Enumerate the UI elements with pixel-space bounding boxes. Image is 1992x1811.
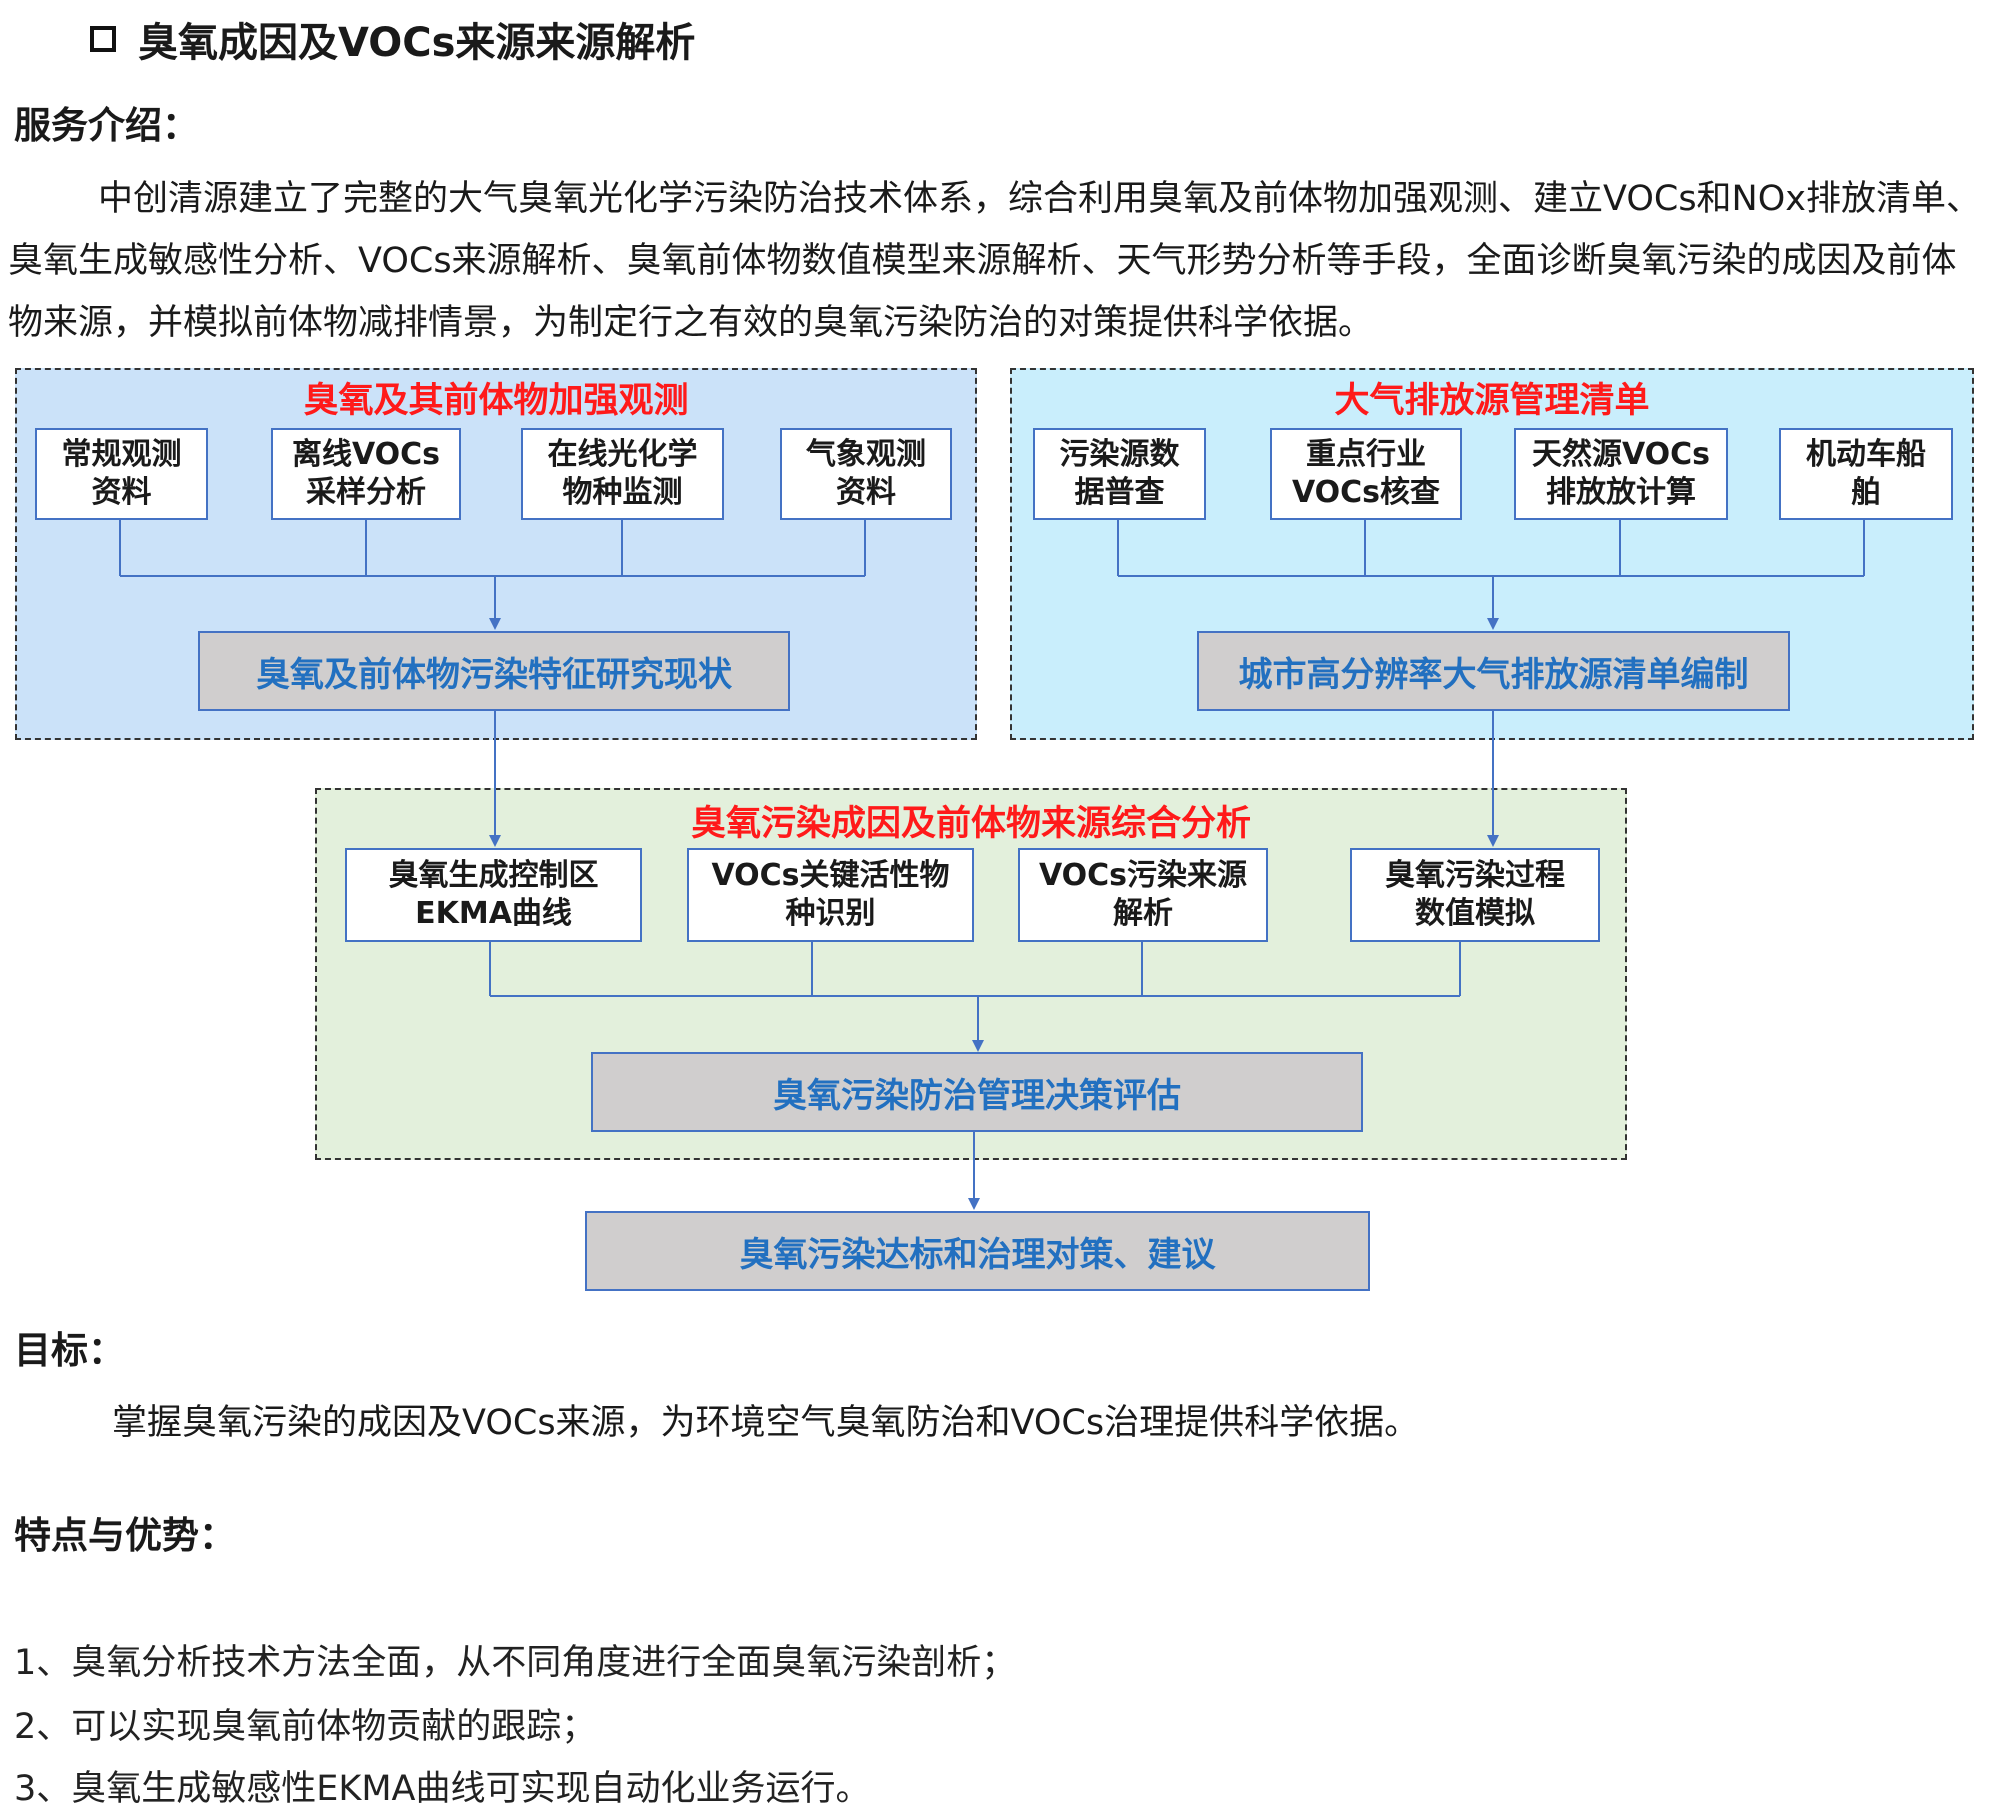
service-heading: 服务介绍：: [14, 104, 199, 147]
page-title-text: 臭氧成因及VOCs来源来源解析: [138, 20, 696, 66]
observation-result: 臭氧及前体物污染特征研究现状: [198, 631, 790, 711]
observation-item-meteorology: 气象观测 资料: [780, 428, 952, 520]
inventory-item-census: 污染源数 据普查: [1033, 428, 1206, 520]
analysis-result: 臭氧污染防治管理决策评估: [591, 1052, 1363, 1132]
observation-title: 臭氧及其前体物加强观测: [303, 381, 689, 421]
inventory-title: 大气排放源管理清单: [1334, 381, 1650, 421]
analysis-item-simulation: 臭氧污染过程 数值模拟: [1350, 848, 1600, 942]
observation-item-online-species: 在线光化学 物种监测: [521, 428, 724, 520]
observation-item-offline-vocs: 离线VOCs 采样分析: [271, 428, 461, 520]
analysis-item-vocs-source: VOCs污染来源 解析: [1018, 848, 1268, 942]
page-title: 臭氧成因及VOCs来源来源解析: [90, 10, 695, 68]
service-paragraph: 中创清源建立了完整的大气臭氧光化学污染防治技术体系，综合利用臭氧及前体物加强观测…: [8, 179, 1981, 343]
final-recommendation: 臭氧污染达标和治理对策、建议: [585, 1211, 1370, 1291]
analysis-title: 臭氧污染成因及前体物来源综合分析: [690, 804, 1251, 844]
inventory-result: 城市高分辨率大气排放源清单编制: [1197, 631, 1790, 711]
inventory-item-natural-vocs: 天然源VOCs 排放放计算: [1514, 428, 1728, 520]
inventory-item-vehicles-ships: 机动车船 舶: [1779, 428, 1953, 520]
inventory-item-industry-vocs: 重点行业 VOCs核查: [1270, 428, 1462, 520]
goal-text: 掌握臭氧污染的成因及VOCs来源，为环境空气臭氧防治和VOCs治理提供科学依据。: [112, 1403, 1420, 1443]
feature-item: 2、可以实现臭氧前体物贡献的跟踪；: [14, 1707, 597, 1747]
analysis-item-ekma: 臭氧生成控制区 EKMA曲线: [345, 848, 642, 942]
checkbox-square-icon: [90, 26, 116, 52]
analysis-item-key-species: VOCs关键活性物 种识别: [687, 848, 974, 942]
feature-item: 3、臭氧生成敏感性EKMA曲线可实现自动化业务运行。: [14, 1769, 871, 1809]
features-heading: 特点与优势：: [14, 1514, 236, 1557]
feature-item: 1、臭氧分析技术方法全面，从不同角度进行全面臭氧污染剖析；: [14, 1643, 1017, 1683]
observation-item-conventional: 常规观测 资料: [35, 428, 208, 520]
goal-heading: 目标：: [14, 1329, 125, 1372]
